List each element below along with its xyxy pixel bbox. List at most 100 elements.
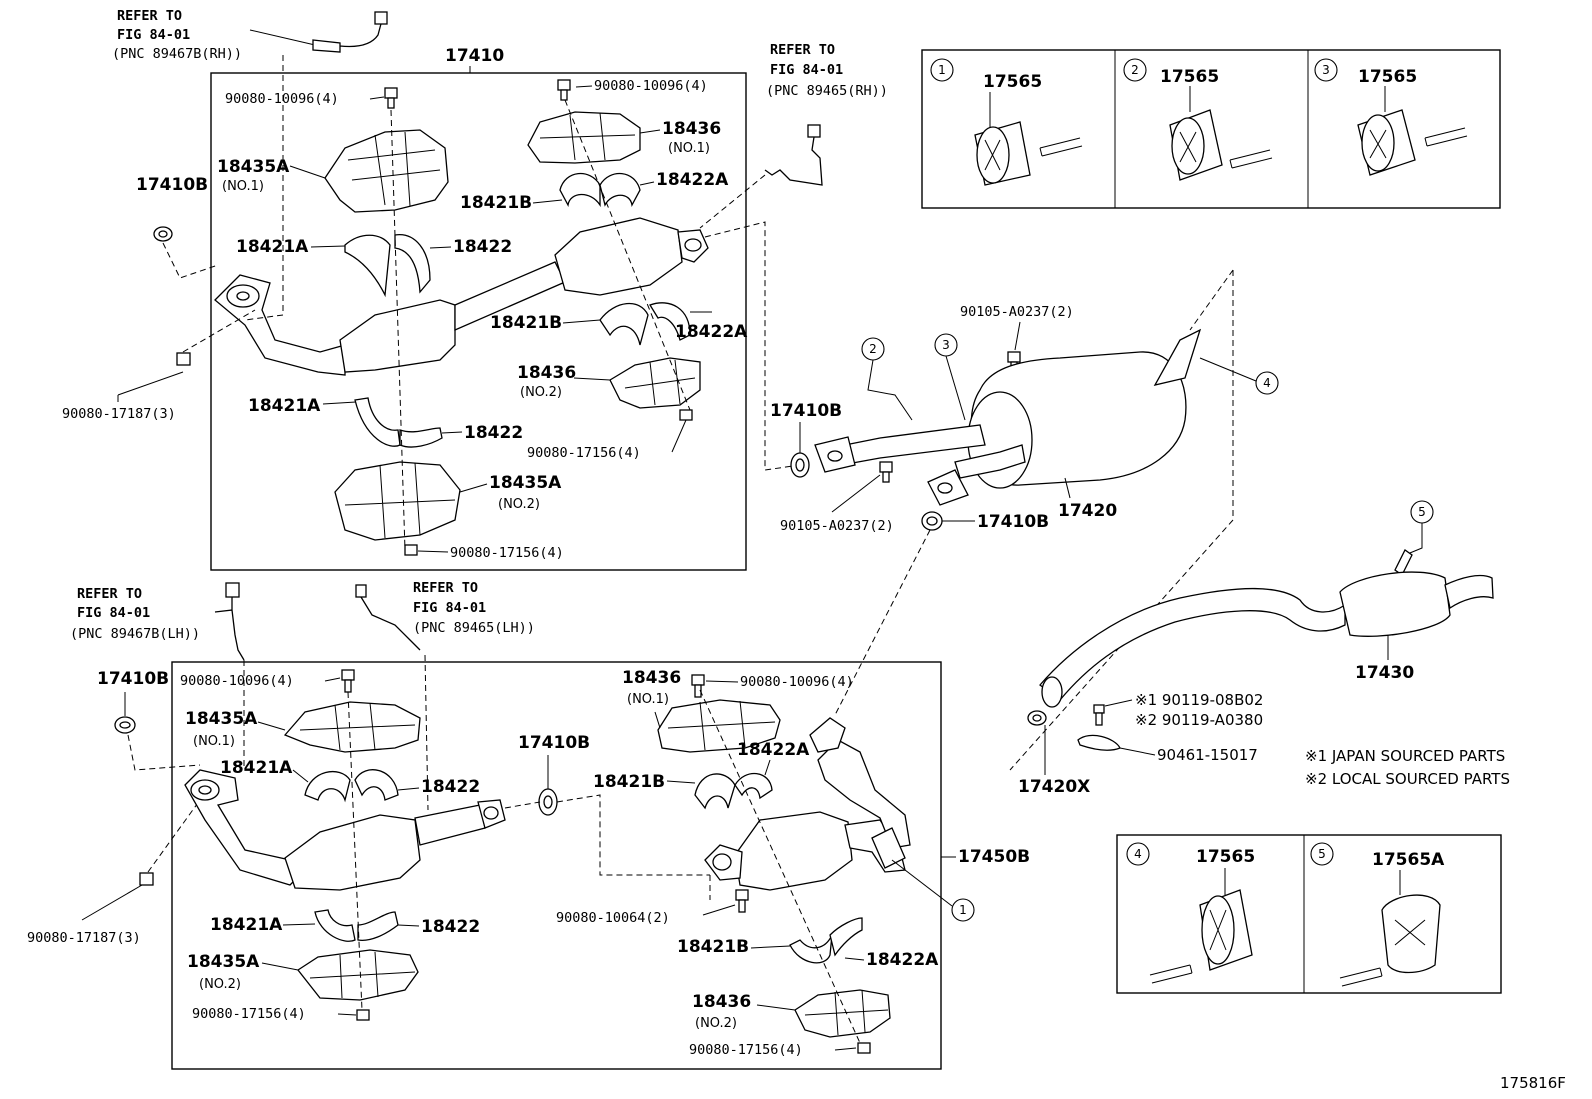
lower-nut-left-label: 90080-17156(4) [192, 1006, 306, 1022]
heat-insulator-18435a-no1-lower-sub: (NO.1) [193, 734, 235, 749]
bolt-icon [691, 674, 705, 686]
heat-insulator-18436-no1 [527, 111, 641, 164]
hanger-2-part: 17565 [1160, 67, 1219, 87]
clamp-90461-label: 90461-15017 [1157, 746, 1258, 764]
hanger-2: 2 17565 [1123, 58, 1273, 181]
bolt-icon [735, 889, 749, 901]
hanger-4-num: 4 [1134, 847, 1142, 861]
heat-insulator-18435a-no2-lower-sub: (NO.2) [199, 977, 241, 992]
bolt-icon [557, 79, 571, 101]
upper-bolt-right-label: 90080-10096(4) [594, 78, 708, 94]
callout-3: 3 [942, 338, 950, 352]
bolt-icon [1093, 704, 1105, 714]
gasket-17410b-upper-label: 17410B [136, 175, 208, 195]
band-18422-upper-label: 18422 [453, 237, 512, 257]
heat-insulator-18436-no1-lower [657, 699, 781, 753]
gasket-17410b-lower-left-label: 17410B [97, 669, 169, 689]
front-exhaust-pipe-lh [184, 769, 301, 886]
band-18422a-lower-box-2 [829, 917, 863, 957]
heat-insulator-18436-no2-lower [794, 989, 891, 1038]
clamp-18421b-lower-box-2-label: 18421B [677, 937, 749, 957]
hanger-3: 3 17565 [1314, 58, 1468, 176]
refer-rh-89465: REFER TO FIG 84-01 (PNC 89465(RH)) [699, 42, 888, 229]
catalytic-converter-rh-2 [554, 217, 683, 296]
assembly-17450b-label: 17450B [958, 847, 1030, 867]
nut-icon [139, 872, 154, 886]
heat-insulator-18436-no1-lower-sub: (NO.1) [627, 692, 669, 707]
heat-insulator-18435a-no2-lower-label: 18435A [187, 952, 260, 972]
sensor-connector-icon [807, 124, 821, 138]
tail-muffler [1339, 571, 1451, 637]
refer-lh-89467b-line1: REFER TO [77, 586, 142, 602]
bolt-icon [879, 461, 893, 473]
bolt-icon [1007, 351, 1021, 363]
sensor-connector-icon [355, 584, 367, 598]
clamp-18421a-lower-box-2-label: 18421A [210, 915, 283, 935]
heat-insulator-18435a-no2-sub: (NO.2) [498, 497, 540, 512]
heat-insulator-18435a-sub: (NO.1) [222, 179, 264, 194]
refer-rh-89467b: REFER TO FIG 84-01 (PNC 89467B(RH)) [112, 8, 388, 62]
callout-circle [1123, 58, 1147, 82]
tail-pipe-17430-label: 17430 [1355, 663, 1414, 683]
nut-icon [356, 1009, 370, 1021]
lower-bolt-mid-label: 90080-10064(2) [556, 910, 670, 926]
hanger-1-num: 1 [938, 63, 946, 77]
heat-insulator-18436-no2-label: 18436 [517, 363, 576, 383]
catalytic-converter-lh-2 [734, 811, 853, 891]
muffler-17420-label: 17420 [1058, 501, 1117, 521]
hanger-box-bottom: 4 17565 5 17565A [1116, 834, 1502, 994]
gasket-17420x-label: 17420X [1018, 777, 1090, 797]
tail-inlet-icon [1041, 676, 1063, 708]
tail-pipe-tube [1039, 587, 1346, 701]
catalytic-converter-rh-1 [339, 299, 456, 373]
refer-rh-89467b-line2: FIG 84-01 [117, 27, 190, 43]
callout-circle [930, 58, 954, 82]
hanger-5-num: 5 [1318, 847, 1326, 861]
refer-rh-89465-line2: FIG 84-01 [770, 62, 843, 78]
nut-90080-17187-upper-label: 90080-17187(3) [62, 406, 176, 422]
heat-insulator-18436-no2-sub: (NO.2) [520, 385, 562, 400]
heat-insulator-18436-no1-sub: (NO.1) [668, 141, 710, 156]
callout-4: 4 [1263, 376, 1271, 390]
bolt-local-label: ※2 90119-A0380 [1135, 711, 1263, 729]
nut-icon [176, 352, 191, 366]
band-18422-lower-label: 18422 [464, 423, 523, 443]
note-japan: ※1 JAPAN SOURCED PARTS [1305, 747, 1505, 765]
callout-5: 5 [1418, 505, 1426, 519]
clamp-18421a-upper [344, 234, 391, 298]
band-18422-lower-box-2-label: 18422 [421, 917, 480, 937]
hanger-4-part: 17565 [1196, 847, 1255, 867]
heat-insulator-18435a-no2 [334, 461, 461, 541]
catalytic-converter-lh-1 [284, 814, 421, 891]
lower-nut-right-label: 90080-17156(4) [689, 1042, 803, 1058]
callout-circle [1310, 842, 1334, 866]
center-pipe-muffler: 90105-A0237(2) 2 3 4 17410B 90105-A0237(… [770, 269, 1279, 771]
refer-rh-89467b-line1: REFER TO [117, 8, 182, 24]
figure-id: 175816F [1500, 1074, 1566, 1092]
tail-hanger-bracket [1394, 549, 1413, 576]
upper-assembly-box: 17410 90080-10096(4) 90080-10096(4) 1843… [210, 46, 748, 571]
heat-insulator-18435a-no1-lower [283, 701, 421, 753]
bolt-icon [341, 669, 355, 681]
bolt-90105-bottom-label: 90105-A0237(2) [780, 518, 894, 534]
band-18422-lower [399, 427, 443, 448]
gasket-17410b-bottom-label: 17410B [977, 512, 1049, 532]
lh-upper-flange [809, 717, 846, 753]
sensor-connector-icon [225, 582, 240, 598]
callout-1: 1 [959, 903, 967, 917]
clamp-18421b-upper-label: 18421B [460, 193, 532, 213]
clamp-18421b-lower-box [694, 773, 736, 810]
heat-insulator-18435a-label: 18435A [217, 157, 290, 177]
oxygen-sensor-rh [312, 19, 383, 53]
upper-bolt-left-label: 90080-10096(4) [225, 91, 339, 107]
band-18422a-lower-box-label: 18422A [737, 740, 810, 760]
band-18422a-mid [649, 302, 691, 341]
heat-insulator-18436-no1-label: 18436 [662, 119, 721, 139]
band-18422a-upper-label: 18422A [656, 170, 729, 190]
pipe-clamp-icon [1077, 734, 1121, 751]
gasket-17410b-lower-box-label: 17410B [518, 733, 590, 753]
hanger-4: 4 17565 [1126, 842, 1255, 984]
lh-bracket [871, 827, 906, 869]
nut-icon [857, 1042, 871, 1054]
lower-bolt-left-label: 90080-10096(4) [180, 673, 294, 689]
